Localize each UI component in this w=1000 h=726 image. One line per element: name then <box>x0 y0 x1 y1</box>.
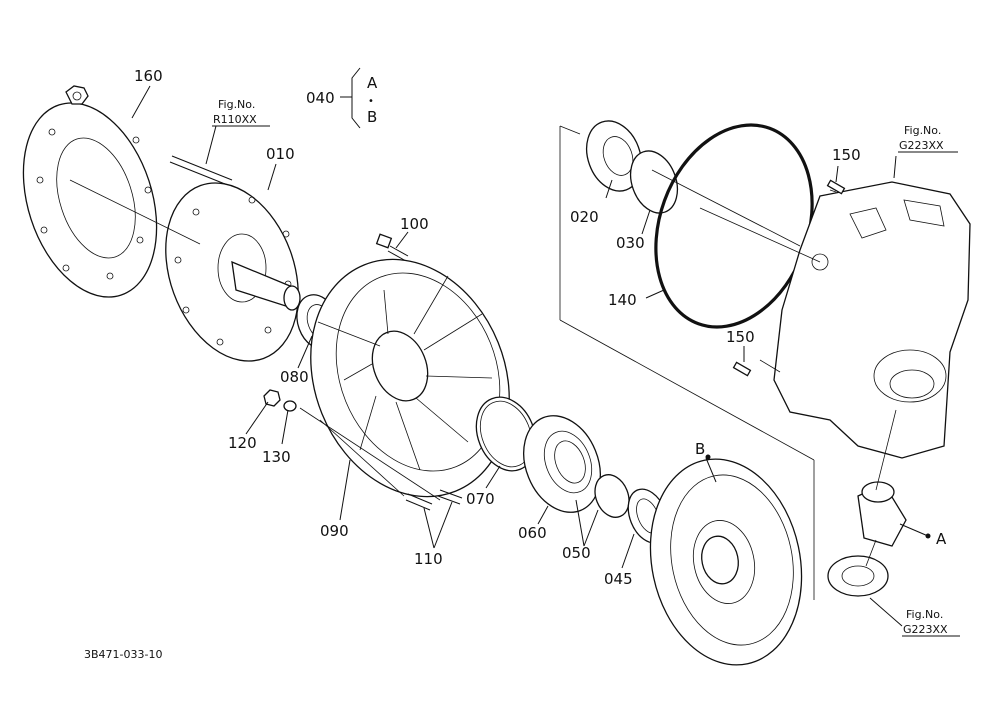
part-090-case-cover <box>310 258 510 498</box>
callout-a: A <box>936 530 947 548</box>
fig-ref-3-code: G223XX <box>903 623 948 636</box>
part-label-040: 040 <box>306 89 335 107</box>
fig-ref-2-code: G223XX <box>899 139 944 152</box>
part-label-070: 070 <box>466 490 495 508</box>
leader-lines <box>131 67 929 627</box>
assembly-axis-lines <box>69 125 897 600</box>
group-040-dot: • <box>368 96 374 107</box>
part-label-050: 050 <box>562 544 591 562</box>
pinion-bearing <box>827 555 889 597</box>
stud-bolt-icon <box>169 155 233 187</box>
part-070-o-ring <box>475 396 537 472</box>
part-label-140: 140 <box>608 291 637 309</box>
callout-a-dot <box>925 533 931 539</box>
part-label-080: 080 <box>280 368 309 386</box>
bevel-gear-b <box>649 458 803 666</box>
part-label-060: 060 <box>518 524 547 542</box>
part-050-circlip <box>594 474 630 518</box>
callout-b: B <box>695 440 705 458</box>
part-020-bearing <box>585 120 643 192</box>
part-060-bearing <box>523 415 601 513</box>
part-label-130: 130 <box>262 448 291 466</box>
fig-ref-1-caption: Fig.No. <box>218 98 255 111</box>
group-040-a: A <box>367 74 378 92</box>
part-150-pin-upper <box>826 179 846 195</box>
part-label-020: 020 <box>570 208 599 226</box>
fig-ref-3-caption: Fig.No. <box>906 608 943 621</box>
part-label-120: 120 <box>228 434 257 452</box>
part-label-045: 045 <box>604 570 633 588</box>
part-label-110: 110 <box>414 550 443 568</box>
part-label-160: 160 <box>134 67 163 85</box>
pinion-gear-a <box>857 481 907 547</box>
part-label-090: 090 <box>320 522 349 540</box>
group-040-b: B <box>367 108 377 126</box>
diagram-id: 3B471-033-10 <box>84 648 162 661</box>
part-010-hub-flange <box>165 182 301 362</box>
part-130-washer <box>283 400 297 412</box>
part-label-030: 030 <box>616 234 645 252</box>
part-label-150-upper: 150 <box>832 146 861 164</box>
part-label-010: 010 <box>266 145 295 163</box>
part-110-studs <box>405 489 463 511</box>
nut-icon <box>65 85 89 105</box>
part-100-bolt <box>375 233 409 262</box>
fig-ref-2-caption: Fig.No. <box>904 124 941 137</box>
part-160-flange <box>22 102 158 298</box>
callout-b-dot <box>705 454 711 460</box>
part-150-pin-lower <box>732 361 752 377</box>
part-label-150-lower: 150 <box>726 328 755 346</box>
gear-housing <box>773 181 971 459</box>
fig-ref-1-code: R110XX <box>213 113 257 126</box>
part-label-100: 100 <box>400 215 429 233</box>
